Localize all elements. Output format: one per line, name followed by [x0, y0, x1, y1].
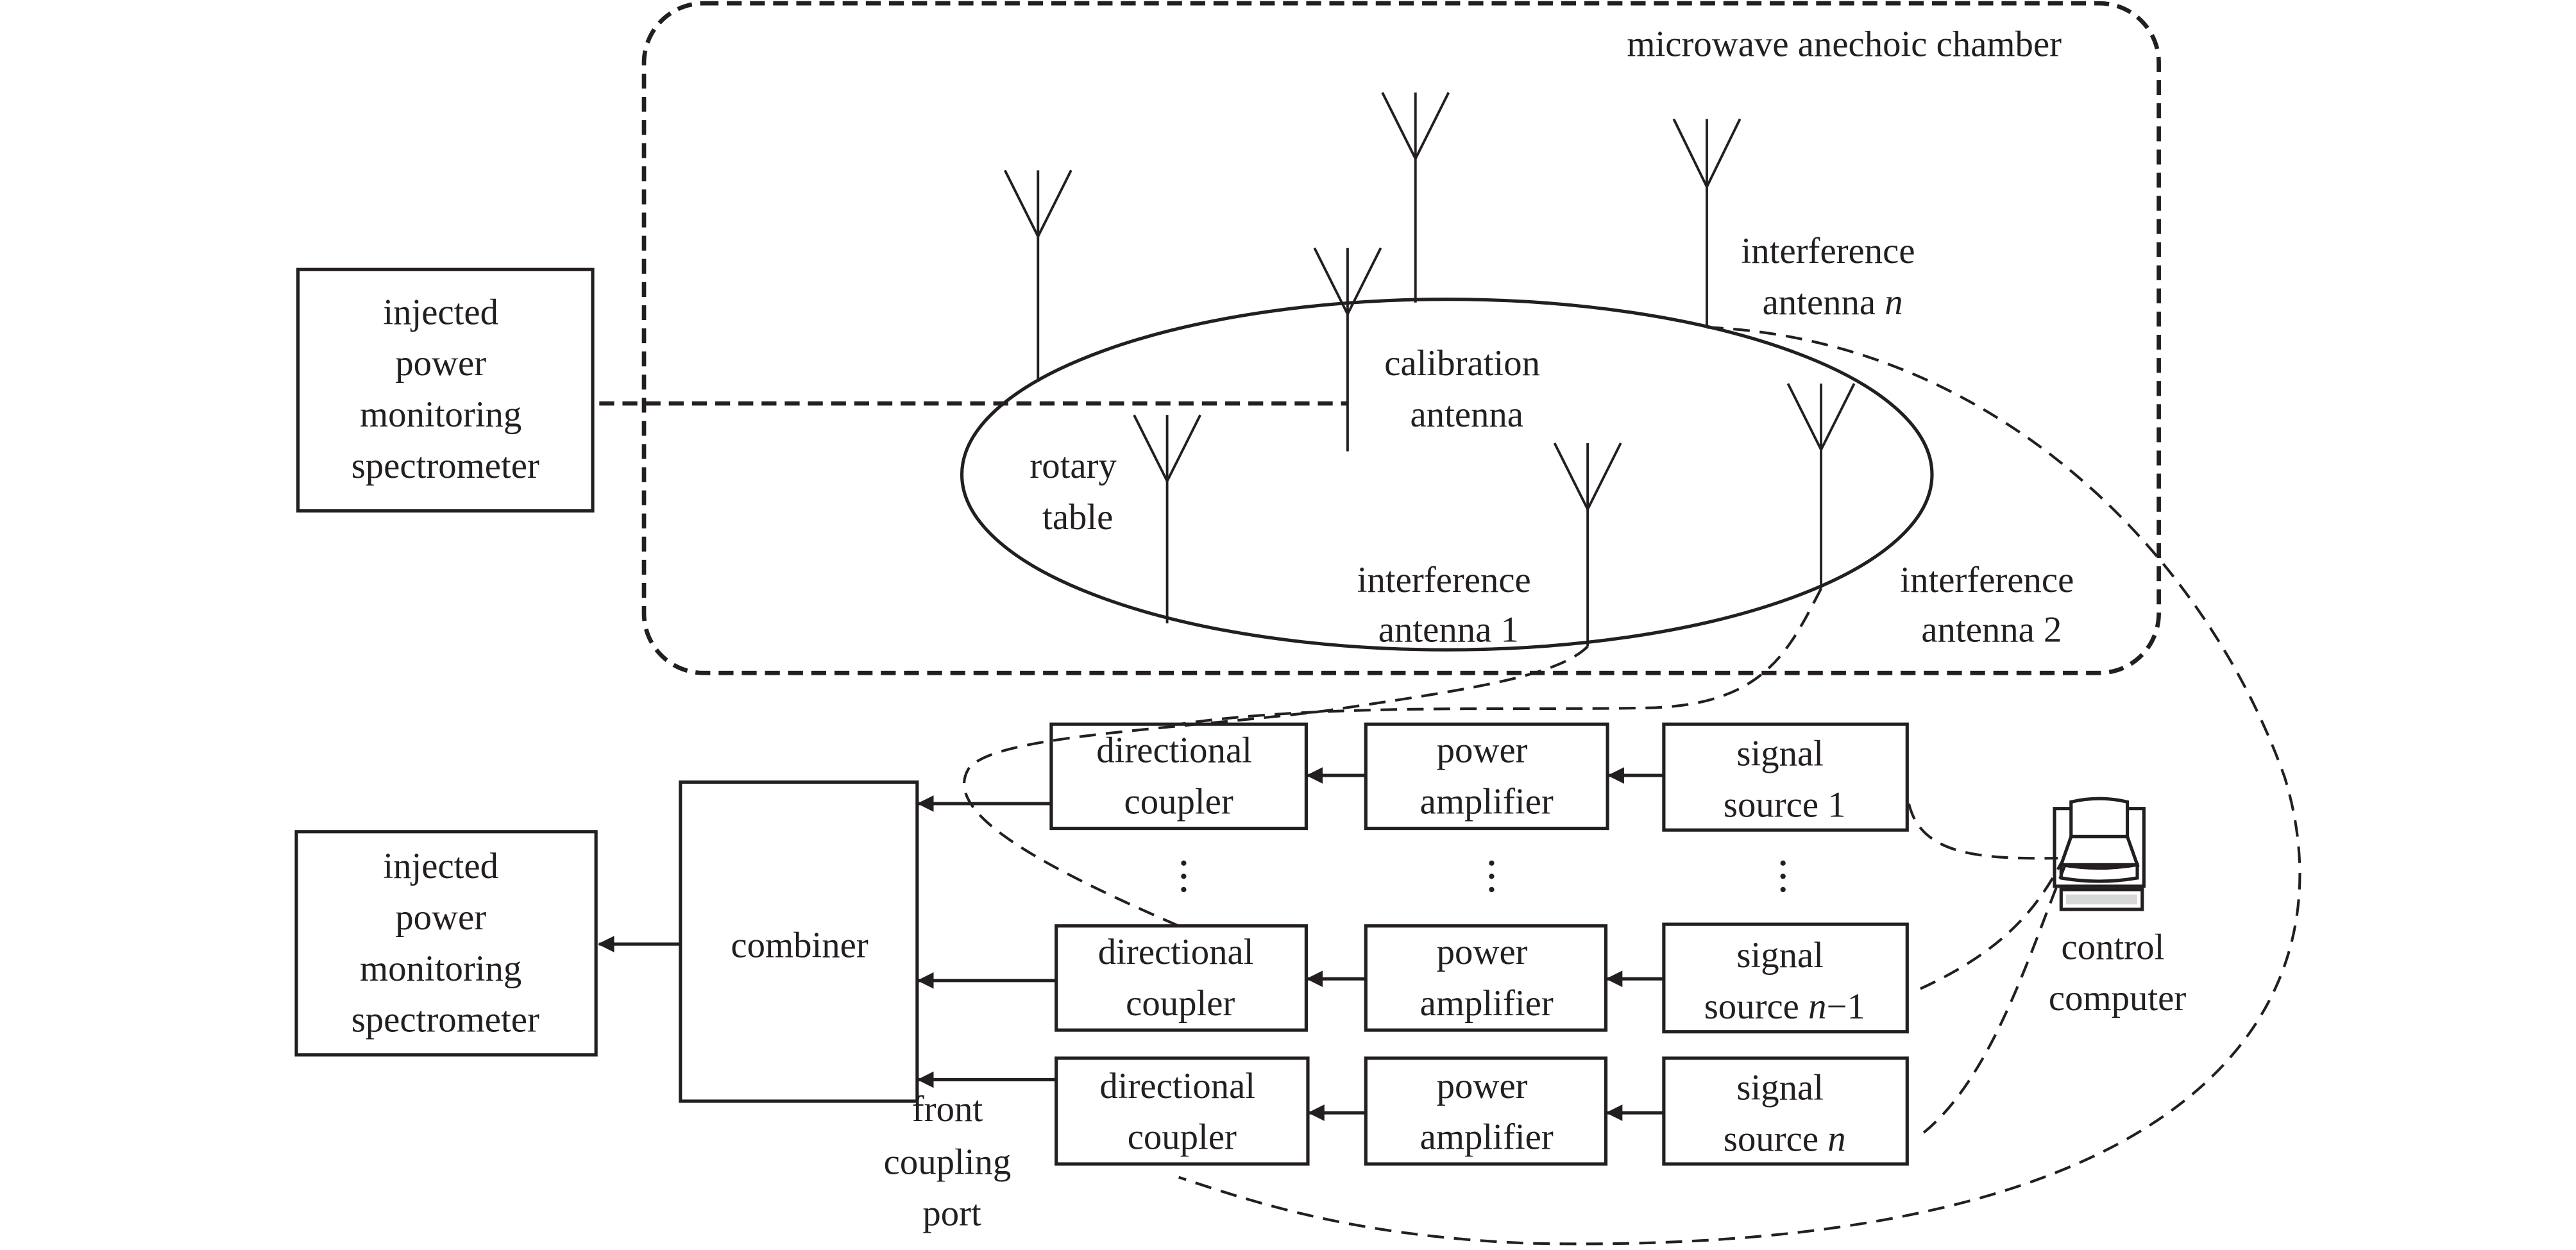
rotary-table — [960, 298, 1934, 652]
power-amplifier-n-label: power amplifier — [1420, 1066, 1554, 1158]
chamber-label: microwave anechoic chamber — [1627, 24, 2062, 65]
antenna-icon — [1133, 414, 1201, 623]
anechoic-chamber-boundary — [641, 1, 2161, 675]
top-monitor-spectrometer-label: injected power monitoring spectrometer — [352, 292, 539, 486]
cable-source-n-to-computer — [1922, 862, 2067, 1134]
antenna-icon — [1381, 92, 1450, 303]
cable-source-1-to-computer — [1907, 803, 2058, 860]
top-monitor-spectrometer-box — [296, 267, 595, 513]
calibration-antenna-label: calibration antenna — [1384, 343, 1549, 435]
signal-source-n-box — [1662, 1056, 1909, 1166]
antenna-icon — [1003, 169, 1072, 382]
directional-coupler-n-minus-1-label: directional coupler — [1098, 932, 1263, 1024]
combiner-label: combiner — [731, 925, 868, 966]
power-amplifier-n-box — [1364, 1056, 1608, 1166]
power-amplifier-n-minus-1-box — [1364, 924, 1608, 1032]
power-amplifier-1-label: power amplifier — [1420, 731, 1554, 822]
signal-source-n-label: signal source n — [1724, 1067, 1846, 1159]
power-amplifier-n-minus-1-label: power amplifier — [1420, 932, 1554, 1024]
control-computer-icon — [2053, 797, 2146, 911]
interference-antenna-1-icon — [1553, 443, 1622, 647]
control-computer-label: control computer — [2049, 927, 2186, 1018]
interference-antenna-2-icon — [1786, 383, 1856, 589]
cable-source-n-minus-1-to-computer — [1920, 862, 2063, 990]
cable-antenna-n-to-coupler-n — [1178, 326, 2301, 1246]
cable-antenna-2-to-coupler-1 — [1178, 587, 1822, 726]
cable-antenna-1-to-coupler-n-minus-1 — [963, 645, 1589, 927]
signal-source-1-box — [1662, 722, 1909, 832]
bottom-monitor-spectrometer-label: injected power monitoring spectrometer — [352, 846, 539, 1040]
calibration-antenna-icon — [1313, 247, 1382, 452]
directional-coupler-1-label: directional coupler — [1096, 731, 1261, 822]
interference-antenna-1-label: interference antenna 1 — [1357, 560, 1540, 650]
interference-antenna-n-icon — [1672, 118, 1741, 328]
rotary-table-label: rotary table — [1030, 446, 1126, 537]
power-amplifier-1-box — [1364, 722, 1609, 831]
ellipsis-sources — [1780, 860, 1786, 893]
signal-source-n-minus-1-label: signal source n−1 — [1704, 935, 1865, 1027]
directional-coupler-n-box — [1055, 1056, 1310, 1166]
combiner-box — [679, 780, 919, 1103]
bottom-monitor-spectrometer-box — [294, 830, 598, 1057]
interference-antenna-2-label: interference antenna 2 — [1900, 560, 2083, 650]
interference-antenna-n-label: interference antenna n — [1741, 231, 1924, 323]
ellipsis-amplifiers — [1489, 860, 1495, 893]
signal-source-1-label: signal source 1 — [1724, 734, 1846, 825]
directional-coupler-n-label: directional coupler — [1099, 1066, 1264, 1158]
front-coupling-port-label: front coupling port — [884, 1089, 1021, 1233]
ellipsis-couplers — [1181, 860, 1187, 893]
signal-source-n-minus-1-box — [1662, 922, 1909, 1034]
